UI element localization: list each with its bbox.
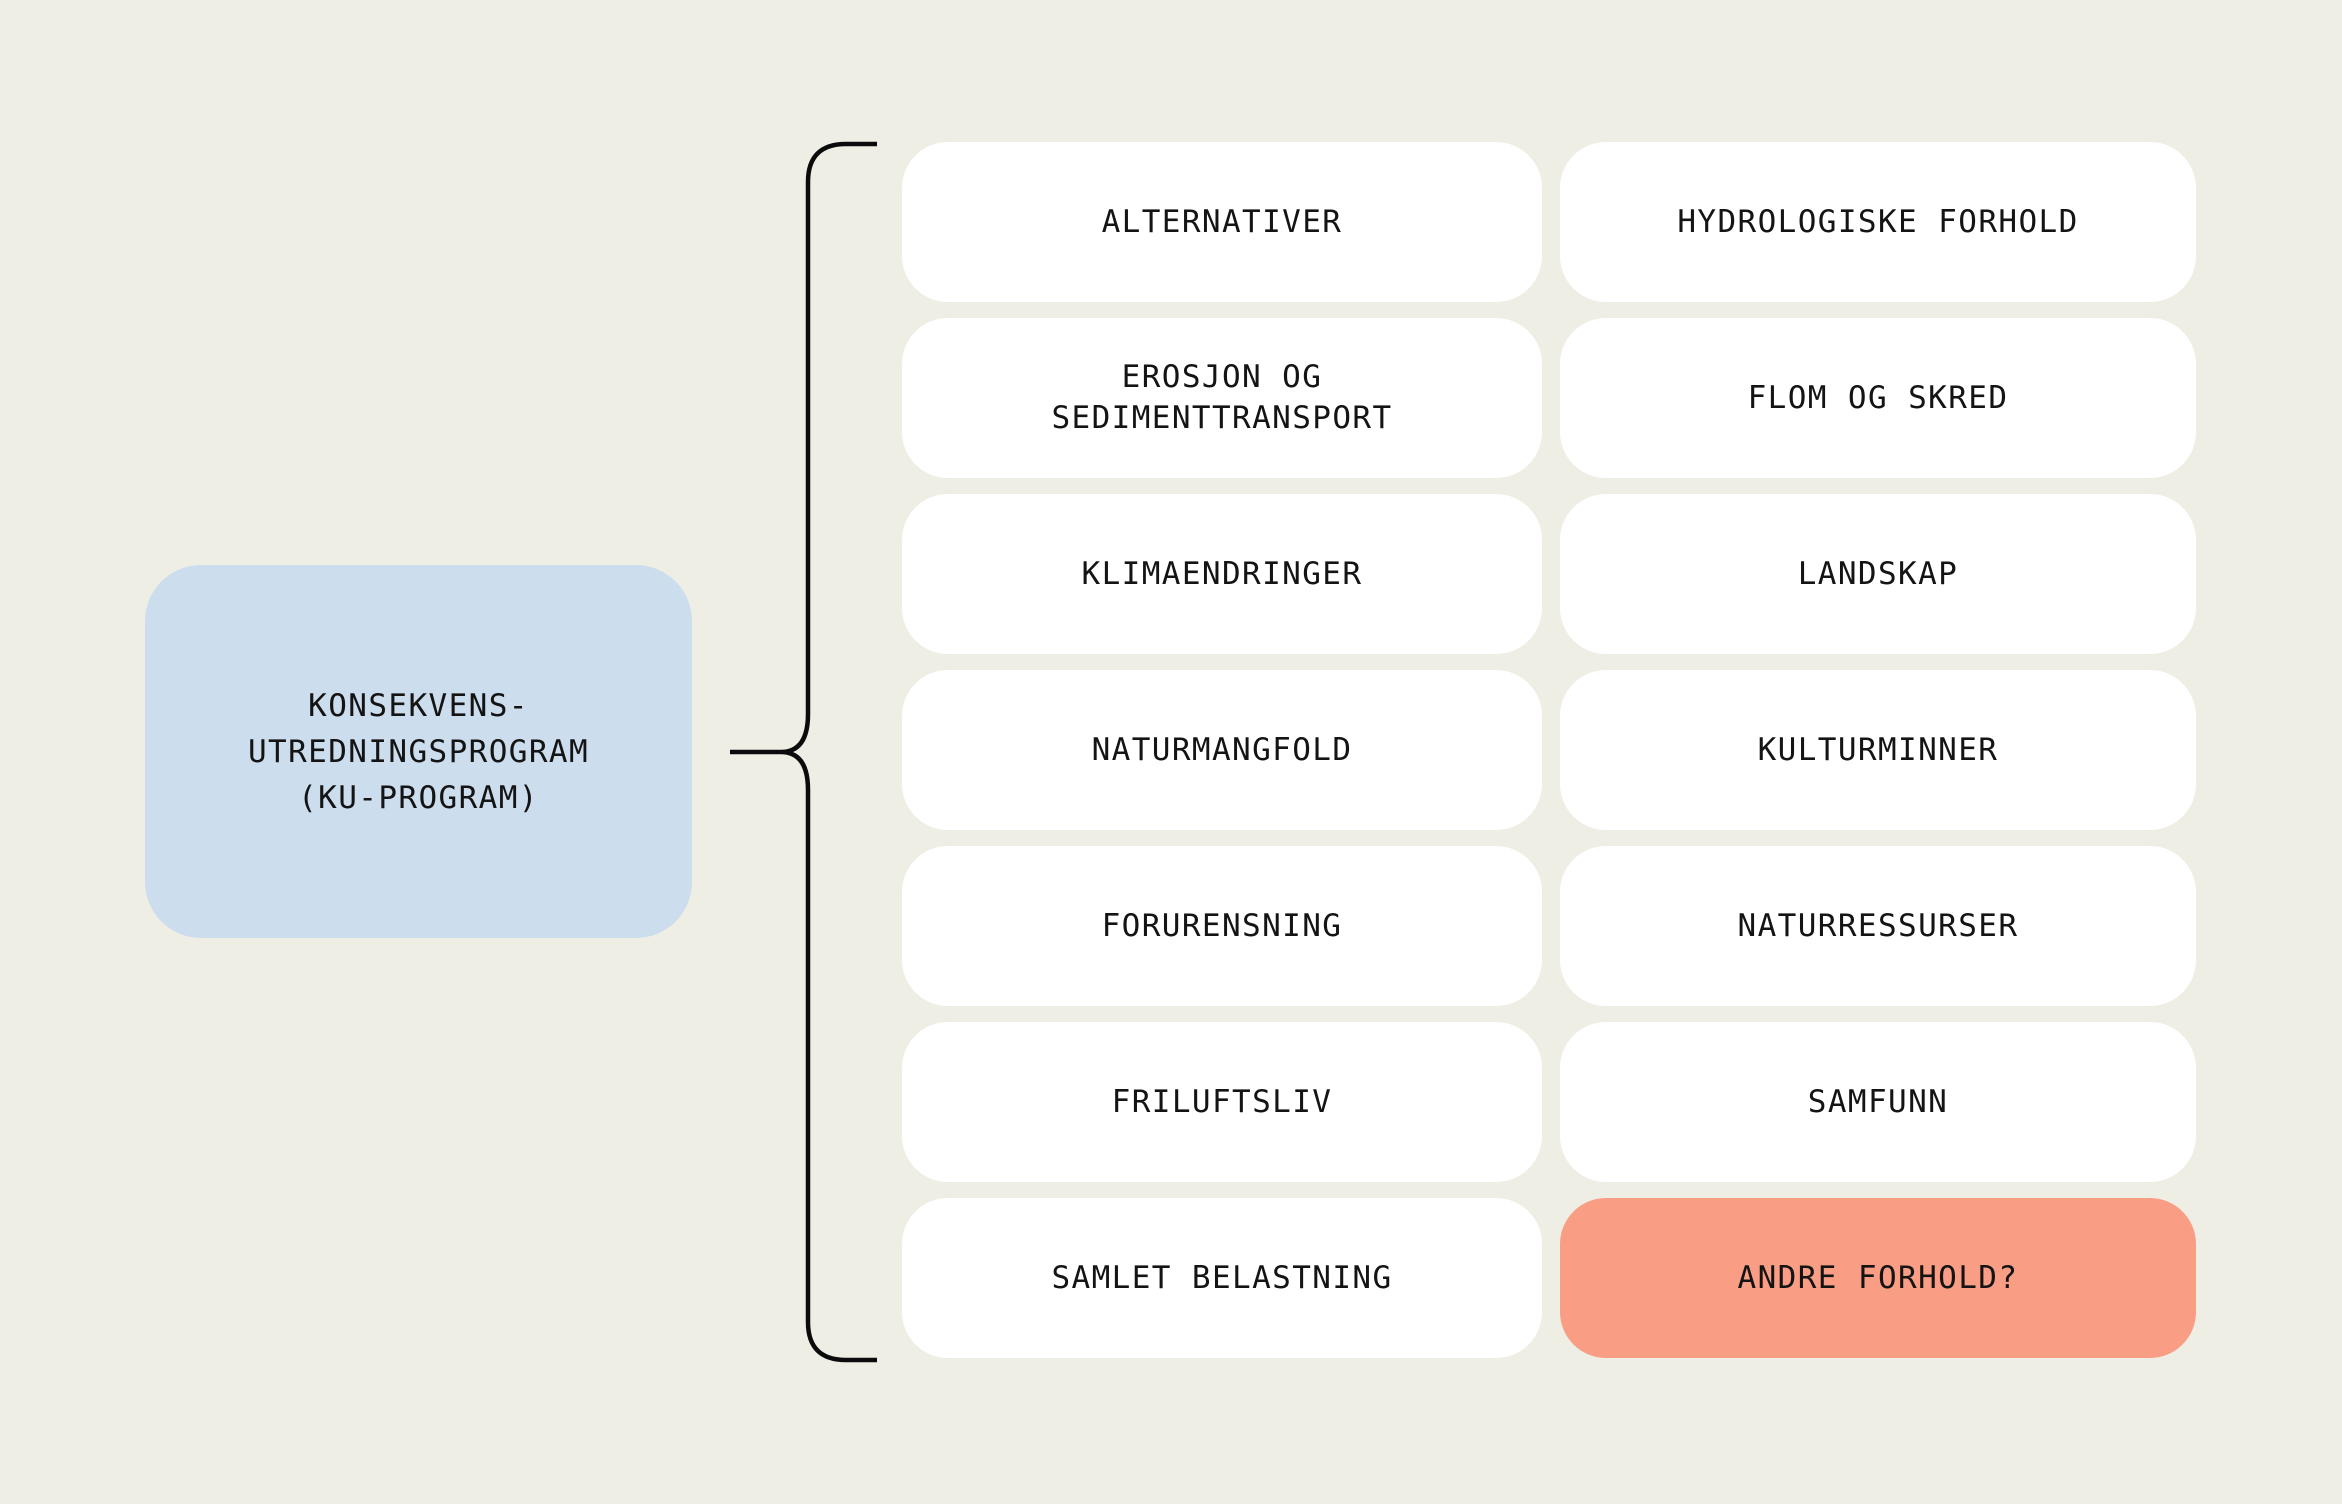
node-label: HYDROLOGISKE FORHOLD bbox=[1677, 203, 2079, 240]
node-landskap: LANDSKAP bbox=[1560, 494, 2196, 654]
node-label: NATURMANGFOLD bbox=[1091, 731, 1353, 768]
node-erosjon-og-sedimenttransport: EROSJON OG SEDIMENTTRANSPORT bbox=[902, 318, 1542, 478]
node-naturmangfold: NATURMANGFOLD bbox=[902, 670, 1542, 830]
node-label: EROSJON OG bbox=[1121, 359, 1323, 395]
node-label: ALTERNATIVER bbox=[1101, 203, 1343, 240]
node-kulturminner: KULTURMINNER bbox=[1560, 670, 2196, 830]
node-label: ANDRE FORHOLD? bbox=[1737, 1259, 2019, 1296]
node-label: SEDIMENTTRANSPORT bbox=[1051, 400, 1393, 436]
node-label: SAMLET BELASTNING bbox=[1051, 1259, 1393, 1296]
node-flom-og-skred: FLOM OG SKRED bbox=[1560, 318, 2196, 478]
node-friluftsliv: FRILUFTSLIV bbox=[902, 1022, 1542, 1182]
node-label: FORURENSNING bbox=[1101, 907, 1343, 944]
node-label: FRILUFTSLIV bbox=[1111, 1083, 1333, 1120]
root-node-label-line: UTREDNINGSPROGRAM bbox=[247, 733, 590, 770]
root-node-label-line: KONSEKVENS- bbox=[308, 687, 529, 724]
node-forurensning: FORURENSNING bbox=[902, 846, 1542, 1006]
node-andre-forhold: ANDRE FORHOLD? bbox=[1560, 1198, 2196, 1358]
node-label: KLIMAENDRINGER bbox=[1081, 555, 1363, 592]
node-samfunn: SAMFUNN bbox=[1560, 1022, 2196, 1182]
node-klimaendringer: KLIMAENDRINGER bbox=[902, 494, 1542, 654]
node-hydrologiske-forhold: HYDROLOGISKE FORHOLD bbox=[1560, 142, 2196, 302]
node-alternativer: ALTERNATIVER bbox=[902, 142, 1542, 302]
node-samlet-belastning: SAMLET BELASTNING bbox=[902, 1198, 1542, 1358]
node-label: NATURRESSURSER bbox=[1737, 907, 2019, 944]
node-label: SAMFUNN bbox=[1807, 1083, 1949, 1120]
node-label: LANDSKAP bbox=[1797, 555, 1959, 592]
root-node-ku-program: KONSEKVENS- UTREDNINGSPROGRAM (KU-PROGRA… bbox=[145, 565, 692, 938]
node-naturressurser: NATURRESSURSER bbox=[1560, 846, 2196, 1006]
root-node-label-line: (KU-PROGRAM) bbox=[298, 779, 539, 816]
curly-brace-icon bbox=[780, 141, 877, 1363]
node-label: FLOM OG SKRED bbox=[1747, 379, 2009, 416]
node-label: KULTURMINNER bbox=[1757, 731, 1999, 768]
